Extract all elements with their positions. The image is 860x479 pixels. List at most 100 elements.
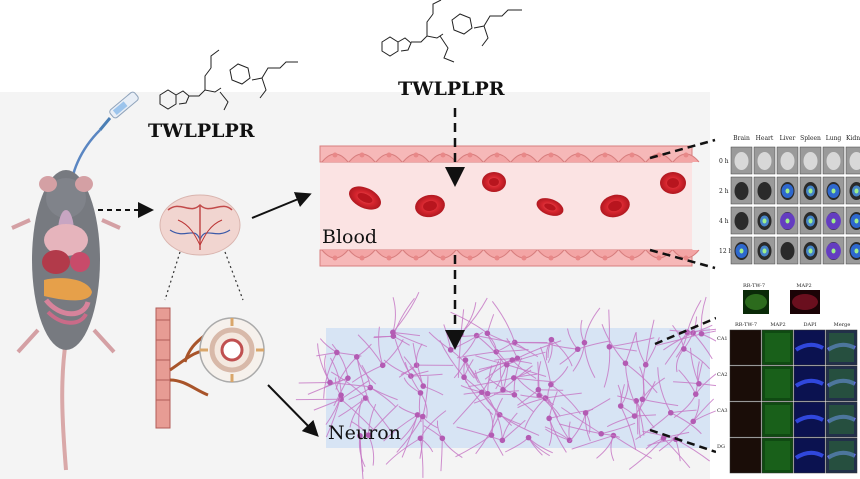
neuron-body [692,391,699,397]
neuron-body [500,387,506,393]
neuron-body [420,413,426,420]
neuron-body [598,430,605,437]
neuron-body [484,330,491,337]
leader-line [164,251,181,301]
red-blood-cell [536,198,564,216]
imaging-column-label: Lung [826,135,842,142]
neuron-body [566,437,573,444]
peptide-structure-left [159,49,298,111]
red-blood-cell [660,172,686,194]
histology-cell [761,437,794,474]
neuron-body [510,375,517,381]
zoom-line [649,138,716,160]
brain-illustration [159,194,241,256]
neuron-body [511,392,518,398]
neuron-body [581,339,588,346]
neuron-body [696,380,702,387]
neuron-body [390,329,396,336]
histology-row-label: CA3 [717,408,728,414]
imaging-column-label: Spleen [800,135,821,142]
neuron-body [698,330,705,337]
neuron-body [484,390,491,397]
neuron-label: Neuron [328,422,401,444]
histology-row-label: DG [717,444,725,450]
neuron-body [379,362,386,369]
neuron-body [353,354,360,360]
histology-column-label: MAP2 [770,322,785,328]
histology-row-label: CA2 [717,372,728,378]
histology-row-label: CA1 [717,336,728,342]
neuron-body [334,349,340,356]
imaging-row-label: 0 h [719,158,729,165]
histology-cell [729,329,762,366]
imaging-column-label: Brain [733,135,750,142]
imaging-row-label: 12 h [719,248,733,255]
neuron-body [631,413,638,419]
neuron-body [414,412,421,418]
neuron-body [488,432,495,438]
imaging-column-label: Heart [756,135,774,142]
red-blood-cells [349,172,686,218]
neuron-body [493,348,500,355]
neuron-body [546,415,552,422]
blood-label: Blood [322,226,378,248]
neuron-body [338,392,344,398]
neuron-body [511,339,518,346]
peptide-label-top: TWLPLPR [398,78,505,100]
neuron-body [503,361,510,368]
neuron-body [327,379,333,386]
neuron-body [548,336,555,343]
neuron-body [525,434,532,441]
neuron-body [499,437,506,444]
zoom-line [649,428,717,454]
neuron-body [660,435,667,441]
histology-column-label: RR-TW-7 [735,322,757,328]
neuron-body [606,343,613,350]
neuron-body [690,418,697,425]
histology-cell [729,401,762,438]
syringe-icon [70,91,139,191]
histology-column-label: DAPI [804,322,817,328]
neuron-body [461,374,467,381]
ex-vivo-imaging-panel: BrainHeartLiverSpleenLungKidney 0 h2 h4 … [716,132,860,272]
zoom-line [654,316,717,346]
imaging-row-label: 2 h [719,188,729,195]
neuron-body [582,410,589,416]
histology-top-label: RR-TW-7 [743,283,765,289]
capillary-illustration [155,307,265,429]
neuron-body [496,411,503,418]
neuron-body [462,357,469,363]
neuron-body [622,360,629,367]
neuron-body [535,386,542,393]
neuron-body [447,347,454,353]
histology-column-label: Merge [834,322,851,328]
histology-cell [761,329,794,366]
zoom-line [649,248,716,270]
histology-cell [761,365,794,402]
blood-vessel [319,145,700,267]
peptide-label-left: TWLPLPR [148,120,255,142]
red-blood-cell [600,194,630,218]
histology-cell [761,401,794,438]
neuron-body [639,396,646,403]
neuron-body [458,331,464,337]
neuron-body [617,403,624,409]
neuron-body [420,383,427,389]
leader-line [224,251,244,301]
neuron-body [479,389,485,396]
arrow-to-blood [251,192,312,219]
neuron-body [357,432,363,439]
imaging-column-label: Kidney [846,135,860,142]
mouse-illustration [11,170,121,471]
neuron-body [417,390,424,396]
neuron-body [667,409,674,416]
neuron-body [574,346,581,353]
histology-cell [729,437,762,474]
neuron-body [365,432,372,438]
histology-cell [729,365,762,402]
red-blood-cell [415,194,445,218]
neuron-region [295,291,743,479]
red-blood-cell [482,172,506,192]
